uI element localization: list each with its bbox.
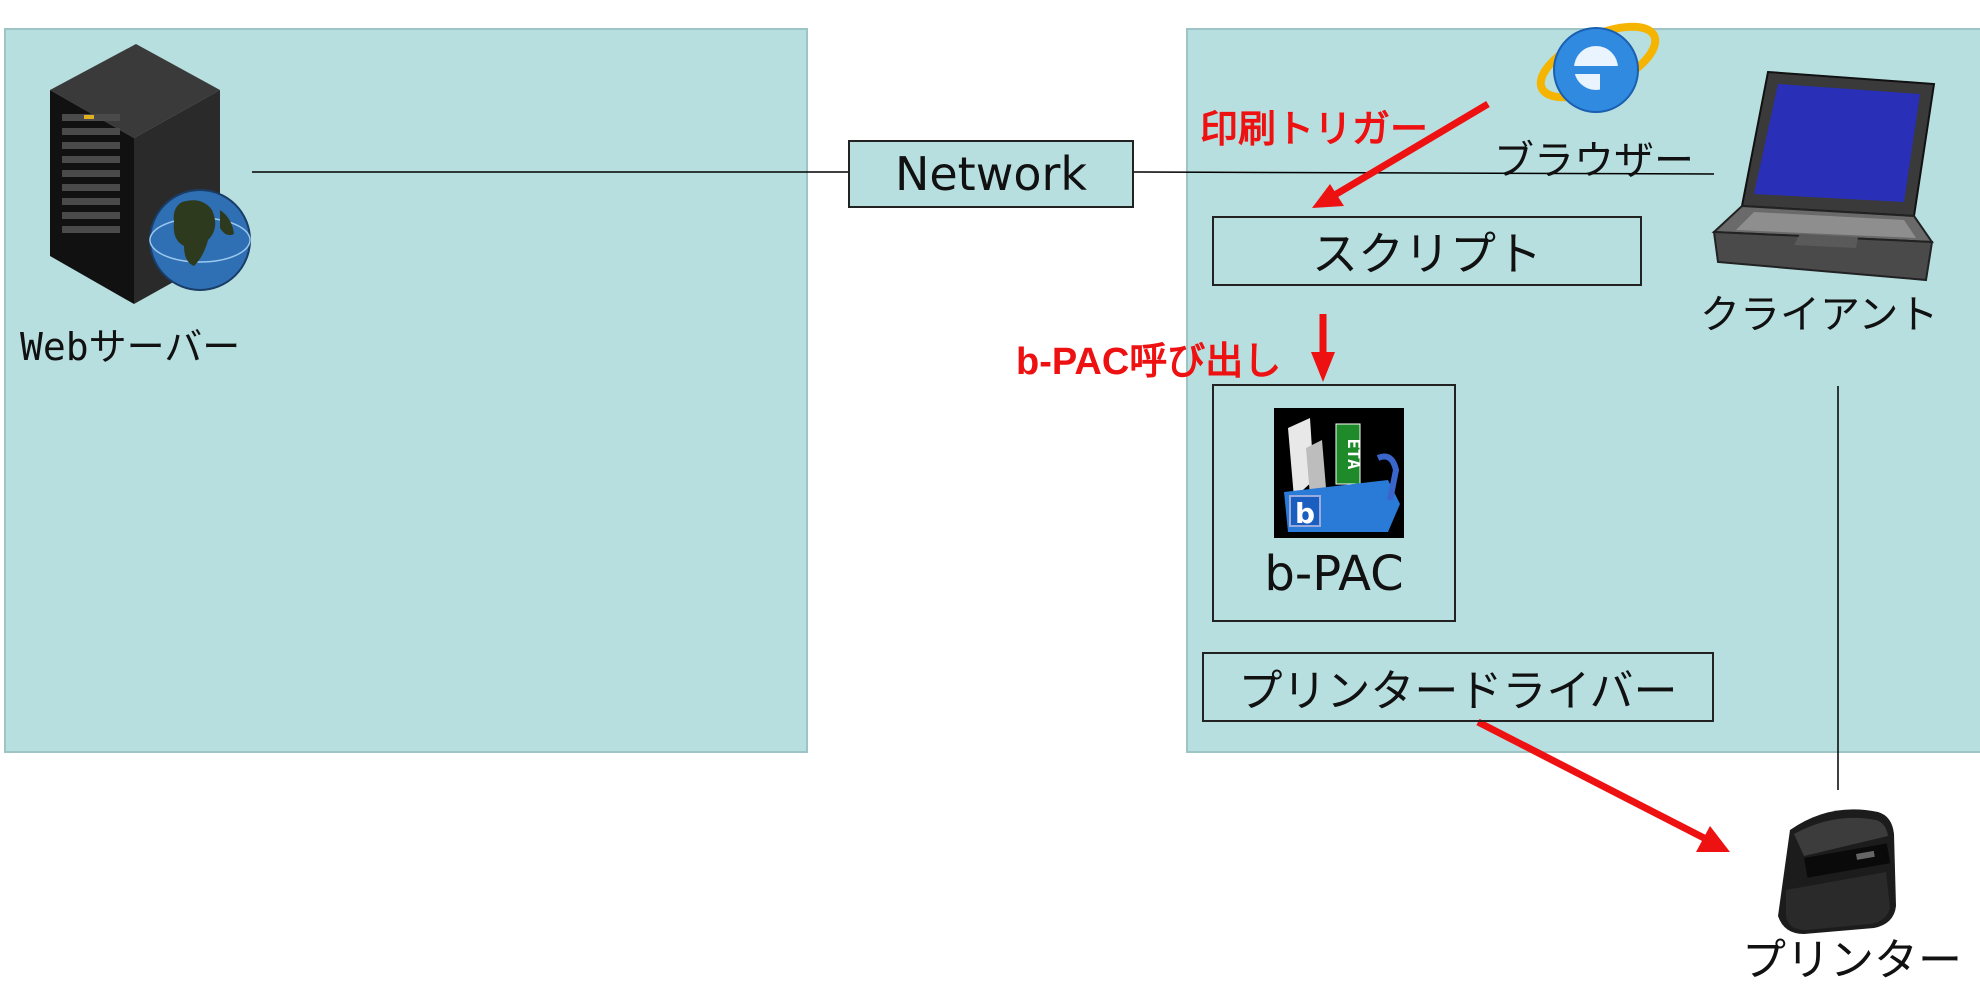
bpac-call-label: b-PAC呼び出し [1016,341,1282,383]
svg-text:b: b [1295,497,1315,530]
bpac-label: b-PAC [1264,546,1404,602]
printer-driver-box: プリンタードライバー [1202,652,1714,722]
script-label: スクリプト [1312,227,1542,281]
browser-label: ブラウザー [1494,138,1694,184]
print-trigger-label: 印刷トリガー [1200,109,1429,151]
web-server-label: Webサーバー [20,325,241,369]
network-client-line [1131,171,1715,175]
bpac-call-arrowhead [1311,352,1335,382]
bpac-icon: ETA b [1274,408,1404,538]
network-box: Network [848,140,1134,208]
printer-driver-label: プリンタードライバー [1238,666,1678,717]
print-trigger-arrow [1331,100,1490,200]
driver-printer-arrow [1476,718,1706,842]
label-printer-icon [1778,809,1896,934]
bpac-box: ETA b b-PAC [1212,384,1456,622]
ie-browser-icon [1536,22,1660,113]
driver-printer-arrowhead [1696,826,1730,852]
network-label: Network [894,147,1088,201]
print-trigger-arrowhead [1312,184,1344,208]
script-box: スクリプト [1212,216,1642,286]
server-globe-icon [50,44,251,304]
client-label: クライアント [1700,292,1939,338]
laptop-icon [1711,70,1936,282]
bpac-icon-text: ETA [1343,439,1363,470]
printer-label: プリンター [1742,935,1962,986]
